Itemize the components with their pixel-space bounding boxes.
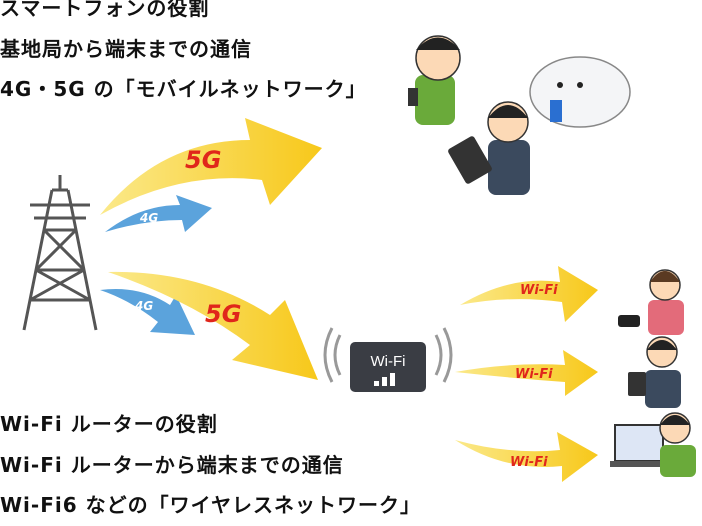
caption-router-role: Wi-Fi ルーターの役割 [0, 412, 218, 436]
person-smartphone-icon [408, 35, 461, 125]
label-4g-bottom: 4G [134, 299, 153, 313]
seal-mascot-icon [529, 56, 631, 128]
person-tablet-2-icon [628, 336, 681, 408]
router-label: Wi-Fi [371, 353, 406, 370]
person-tablet-icon [448, 101, 530, 195]
person-laptop-icon [610, 412, 696, 477]
caption-wireless-network: Wi-Fi6 などの「ワイヤレスネットワーク」 [0, 493, 422, 517]
caption-base-station: 基地局から端末までの通信 [0, 37, 252, 61]
label-4g-top: 4G [139, 211, 158, 225]
caption-mobile-network: 4G・5G の「モバイルネットワーク」 [0, 77, 367, 101]
arrow-4g-bottom: 4G [100, 289, 195, 335]
label-wifi-1: Wi-Fi [520, 283, 558, 298]
arrow-5g-top: 5G [100, 118, 322, 215]
arrow-5g-bottom: 5G [108, 271, 318, 380]
wifi-router-icon: Wi-Fi [323, 327, 453, 392]
caption-router-comm: Wi-Fi ルーターから端末までの通信 [0, 453, 344, 477]
label-wifi-2: Wi-Fi [515, 367, 553, 382]
cell-tower-icon [22, 175, 98, 331]
person-music-icon [618, 269, 684, 335]
arrow-4g-top: 4G [105, 195, 212, 232]
arrow-wifi-3: Wi-Fi [455, 432, 598, 482]
label-5g-top: 5G [185, 146, 221, 174]
label-5g-bottom: 5G [205, 300, 241, 328]
label-wifi-3: Wi-Fi [510, 455, 548, 470]
arrow-wifi-2: Wi-Fi [455, 350, 598, 396]
caption-smartphone-role: スマートフォンの役割 [0, 0, 210, 20]
arrow-wifi-1: Wi-Fi [460, 266, 598, 322]
